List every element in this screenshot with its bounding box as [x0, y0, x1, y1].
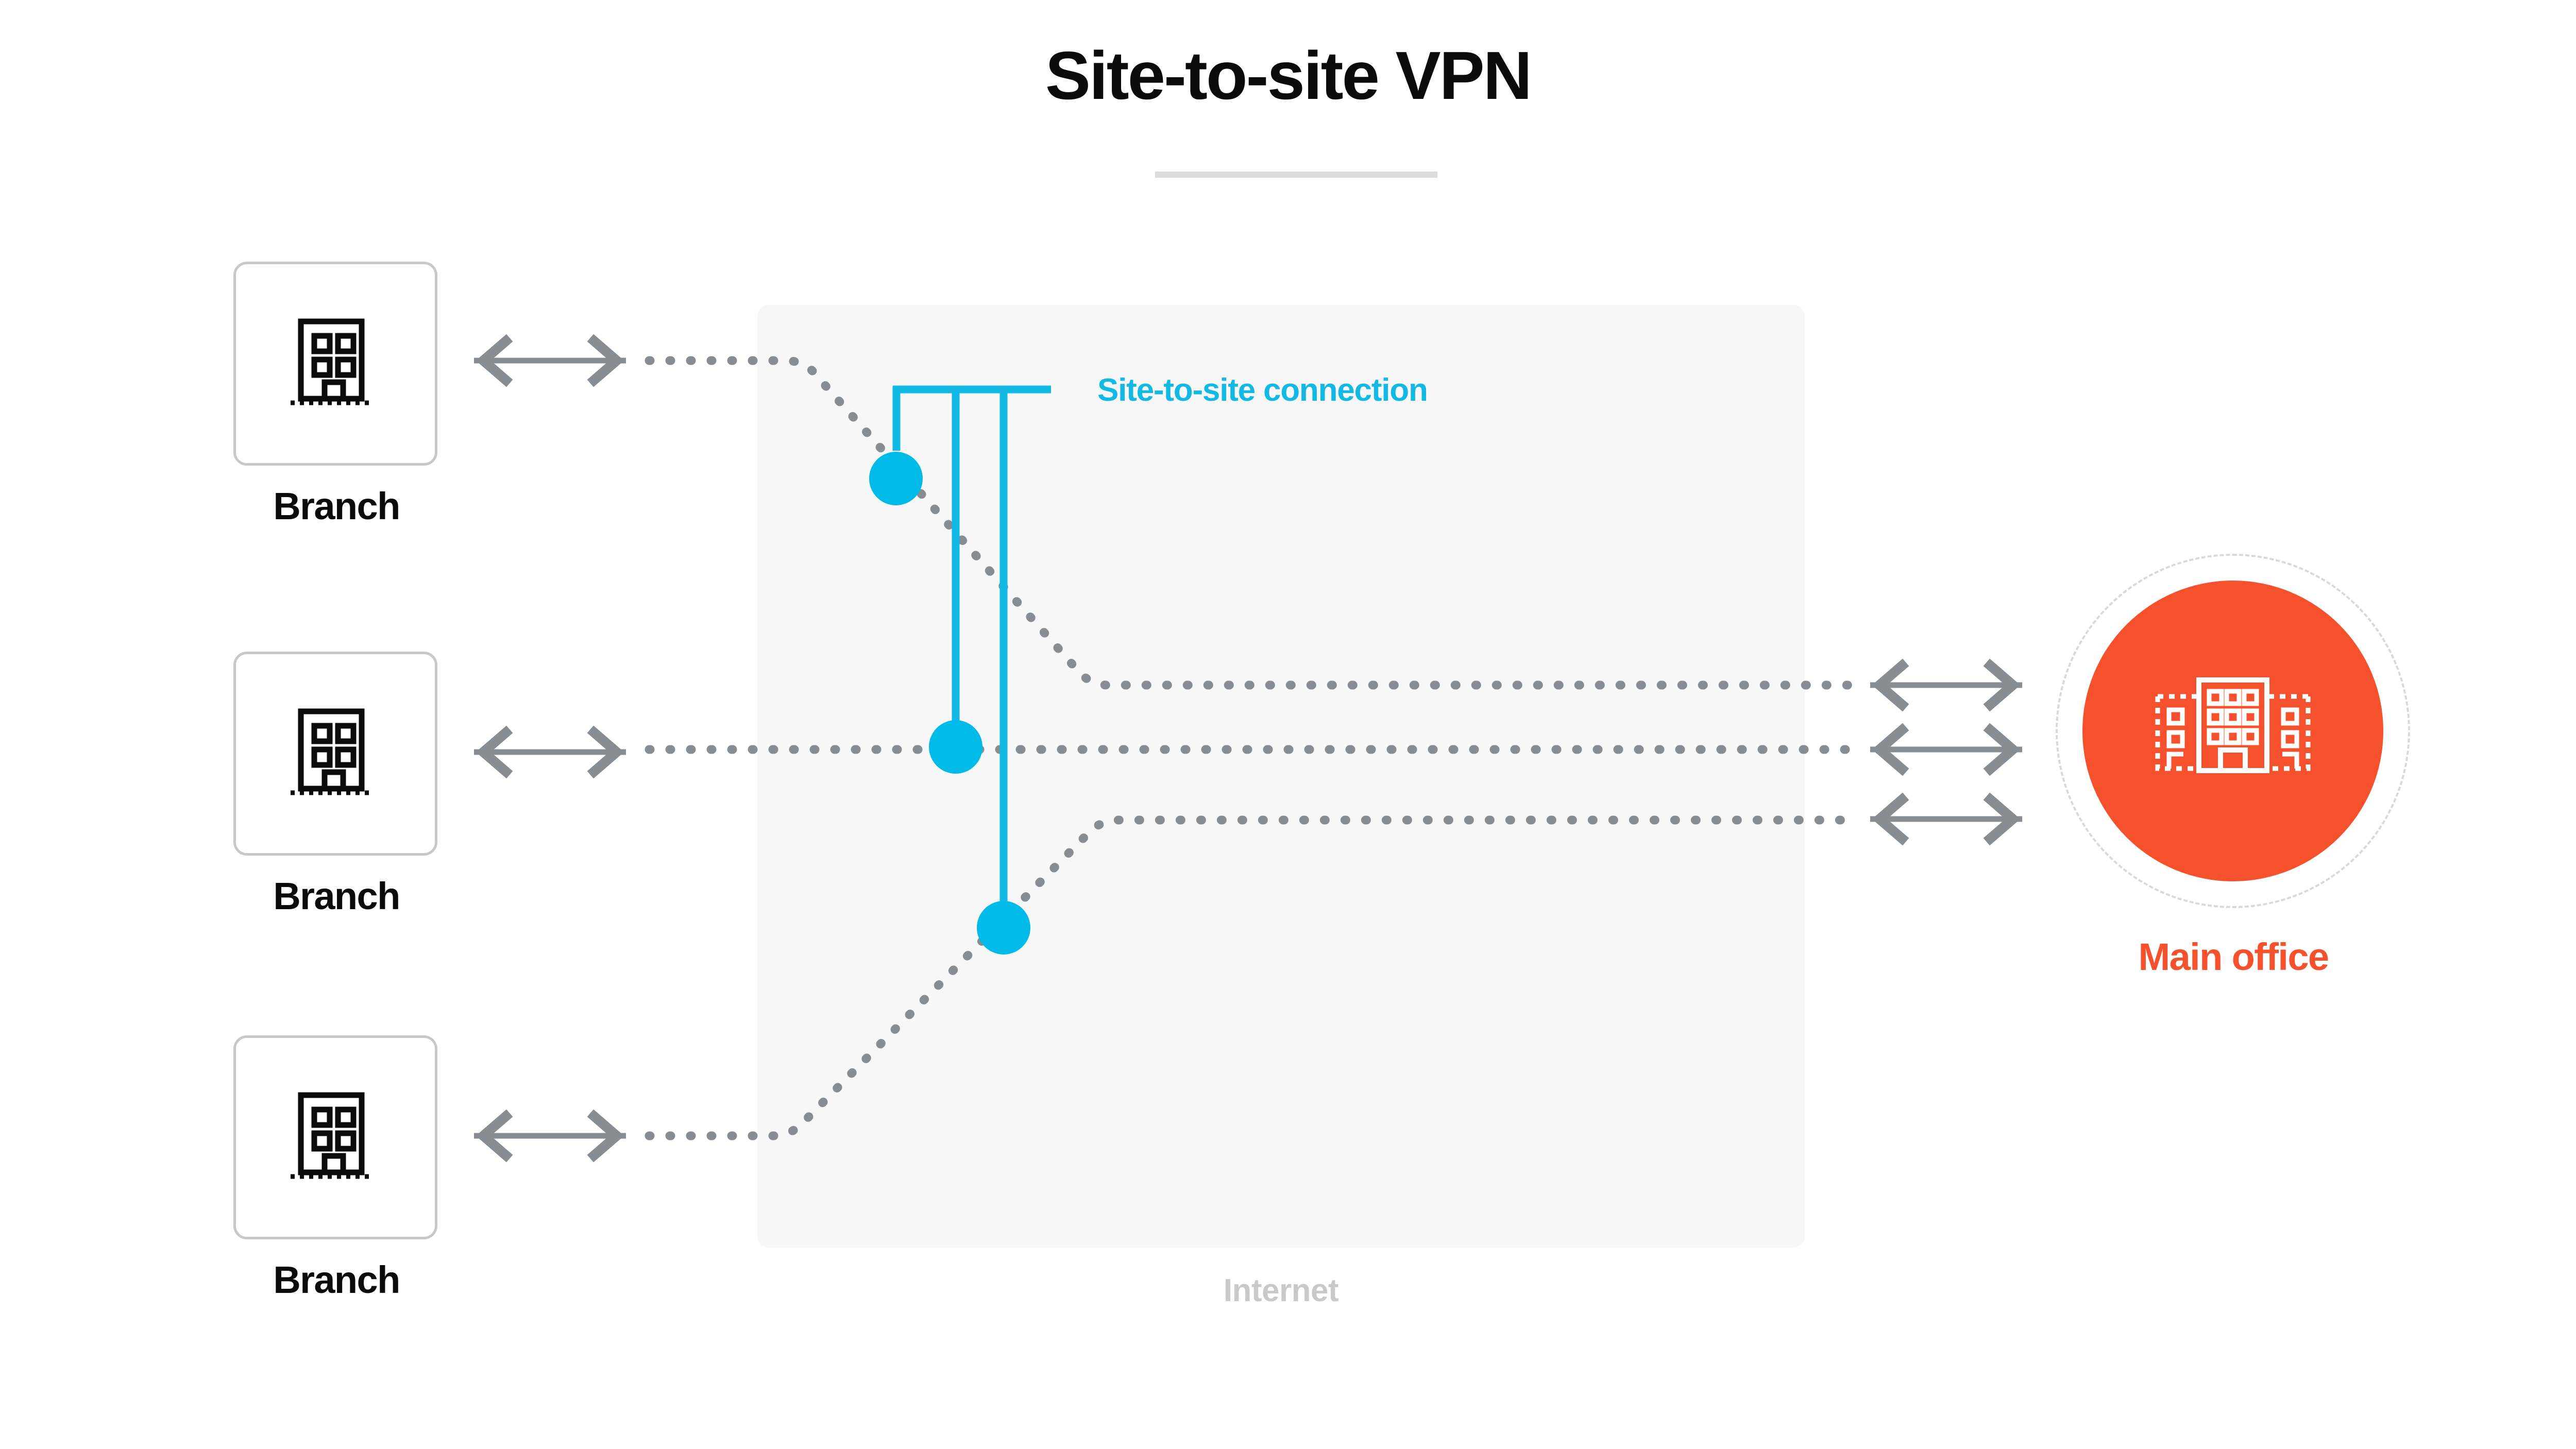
main-office-disc[interactable] [2082, 581, 2383, 881]
arrow-office-middle [1870, 730, 2022, 769]
branch-card-top[interactable] [233, 262, 437, 466]
internet-label: Internet [1223, 1273, 1339, 1308]
arrow-office-top [1870, 666, 2022, 705]
main-office-label: Main office [2138, 935, 2329, 978]
arrow-branch-middle [474, 732, 626, 772]
office-building-icon [291, 318, 372, 405]
branch-card-middle[interactable] [233, 652, 437, 856]
site-to-site-connection-label: Site-to-site connection [1097, 372, 1428, 408]
title-underline-rule [1155, 172, 1437, 178]
branch-label-top: Branch [273, 485, 400, 527]
arrow-office-bottom [1870, 799, 2022, 839]
office-building-icon [291, 708, 372, 795]
arrow-branch-bottom [474, 1116, 626, 1155]
internet-region [757, 305, 1805, 1248]
main-office-dashed-ring [2056, 554, 2410, 908]
arrow-branch-top [474, 341, 626, 380]
branch-label-bottom: Branch [273, 1258, 400, 1301]
branch-card-bottom[interactable] [233, 1035, 437, 1239]
page-title: Site-to-site VPN [1045, 38, 1532, 113]
main-office-building-icon [2155, 677, 2311, 773]
branch-label-middle: Branch [273, 875, 400, 917]
office-building-icon [291, 1092, 372, 1179]
